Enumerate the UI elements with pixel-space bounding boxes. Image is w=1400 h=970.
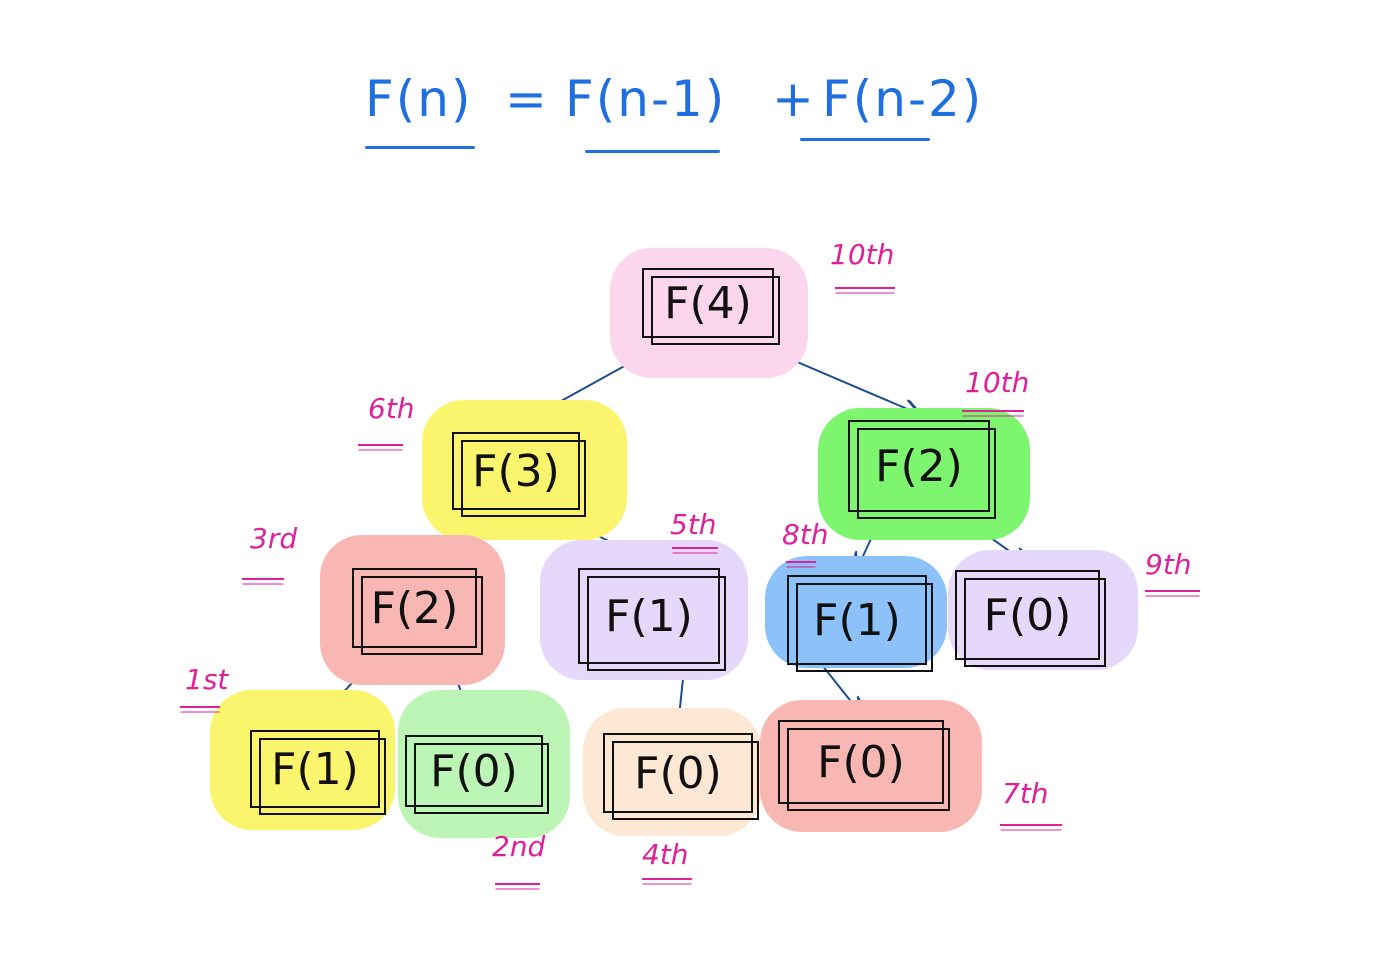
node-label: F(4) (664, 277, 752, 329)
node-box-n7: F(1) (250, 730, 386, 815)
node-box-n8: F(0) (405, 735, 549, 814)
node-label: F(0) (430, 745, 518, 797)
order-underline-n9 (642, 878, 692, 880)
order-label-n6: 9th (1145, 548, 1192, 581)
node-label: F(1) (271, 743, 359, 795)
node-box-n0: F(4) (642, 268, 780, 345)
node-box-n2: F(2) (848, 420, 996, 519)
node-blob-n4 (540, 540, 748, 680)
formula-plus: + (772, 70, 816, 128)
formula-term1: F(n-1) (565, 70, 727, 128)
node-box-n4: F(1) (578, 568, 726, 671)
order-underline-n7 (180, 706, 220, 708)
formula-left-underline (365, 146, 475, 149)
formula-equals: = (505, 70, 549, 128)
node-box-n10: F(0) (778, 720, 950, 811)
order-label-n2: 10th (965, 366, 1030, 399)
node-box-n3: F(2) (352, 568, 483, 655)
node-blob-n5 (765, 556, 947, 668)
node-label: F(3) (472, 445, 560, 497)
order-label-n9: 4th (642, 838, 689, 871)
node-label: F(0) (817, 736, 905, 788)
node-label: F(1) (813, 594, 901, 646)
formula-term2: F(n-2) (822, 70, 984, 128)
order-underline-n10 (1000, 824, 1062, 826)
node-box-n1: F(3) (452, 432, 586, 517)
order-underline-n5 (786, 561, 816, 563)
order-underline-n2 (962, 410, 1024, 412)
order-underline-n8 (495, 883, 540, 885)
node-label: F(0) (634, 747, 722, 799)
order-underline-n6 (1145, 590, 1200, 592)
order-label-n4: 5th (670, 508, 717, 541)
order-label-n3: 3rd (250, 522, 298, 555)
node-label: F(0) (983, 589, 1072, 641)
node-blob-n3 (320, 535, 505, 685)
order-label-n7: 1st (185, 663, 229, 696)
formula-left: F(n) (365, 70, 473, 128)
order-label-n8: 2nd (492, 830, 546, 863)
formula-term1-underline (585, 150, 720, 153)
node-label: F(2) (370, 582, 459, 634)
node-box-n6: F(0) (955, 570, 1106, 667)
order-label-n1: 6th (368, 392, 415, 425)
order-underline-n3 (242, 578, 284, 580)
order-underline-n4 (672, 547, 718, 549)
order-label-n0: 10th (830, 238, 895, 271)
order-underline-n1 (358, 444, 403, 446)
node-box-n9: F(0) (603, 733, 759, 820)
order-label-n10: 7th (1002, 777, 1049, 810)
node-label: F(1) (605, 590, 693, 642)
order-underline-n0 (835, 287, 895, 289)
order-label-n5: 8th (782, 518, 829, 551)
node-box-n5: F(1) (787, 575, 933, 672)
node-label: F(2) (875, 440, 963, 492)
formula-term2-underline (800, 138, 930, 141)
